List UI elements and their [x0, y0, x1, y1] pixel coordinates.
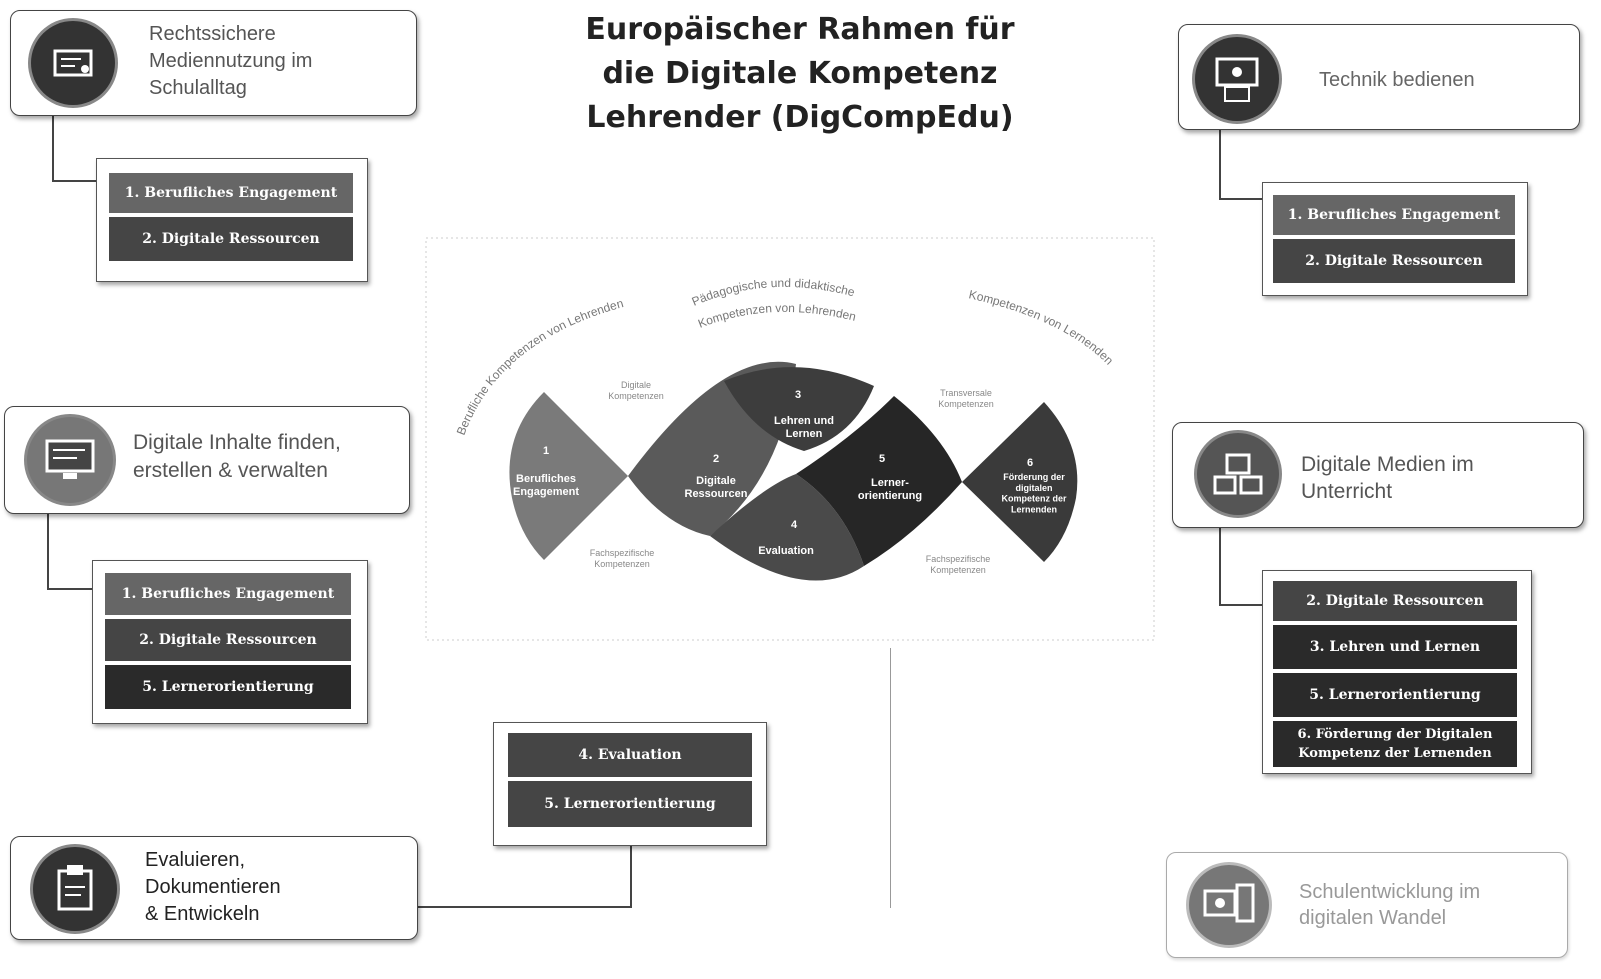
clipboard-icon — [57, 865, 93, 911]
segment-label: Evaluation — [758, 545, 814, 557]
connector-line — [47, 514, 49, 588]
connector-line — [1219, 130, 1221, 198]
monitor-icon — [45, 439, 95, 479]
competence-bar[interactable]: 6. Förderung der Digitalen Kompetenz der… — [1273, 721, 1517, 767]
connector-line — [1219, 604, 1263, 606]
media-boxes-icon — [1213, 453, 1263, 495]
competence-list-technik: 1. Berufliches Engagement 2. Digitale Re… — [1262, 182, 1528, 296]
segment-number: 4 — [791, 519, 798, 531]
connector-line — [630, 846, 632, 908]
devices-icon — [1195, 37, 1279, 121]
competence-bar[interactable]: 2. Digitale Ressourcen — [105, 619, 351, 661]
card-label: Rechtssichere Mediennutzung im Schulallt… — [149, 23, 313, 99]
segment-label: Lerner-orientierung — [858, 477, 922, 502]
connector-line — [890, 648, 891, 908]
media-boxes-icon — [1197, 433, 1279, 515]
competence-bar[interactable]: 2. Digitale Ressourcen — [109, 217, 353, 261]
card-label: Evaluieren, Dokumentieren & Entwickeln — [145, 849, 281, 925]
segment-number: 5 — [879, 453, 885, 465]
competence-bar[interactable]: 4. Evaluation — [508, 733, 752, 777]
segment-number: 2 — [713, 453, 719, 465]
segment-foerderung[interactable] — [962, 402, 1078, 562]
competence-bar[interactable]: 2. Digitale Ressourcen — [1273, 581, 1517, 621]
arc-label-middle-2: Kompetenzen von Lehrenden — [696, 301, 857, 331]
certificate-icon — [31, 21, 115, 105]
competence-bar[interactable]: 5. Lernerorientierung — [508, 781, 752, 827]
card-label: Digitale Medien im Unterricht — [1301, 453, 1474, 503]
segment-lernerorientierung[interactable] — [796, 396, 962, 566]
segment-number: 3 — [795, 389, 801, 401]
card-digitale-medien[interactable]: Digitale Medien im Unterricht — [1172, 422, 1584, 528]
competence-bar[interactable]: 5. Lernerorientierung — [1273, 673, 1517, 717]
arc-label-right: Kompetenzen von Lernenden — [967, 287, 1116, 367]
monitor-icon — [27, 417, 113, 503]
competence-bar[interactable]: 1. Berufliches Engagement — [1273, 195, 1515, 235]
connector-line — [47, 588, 93, 590]
digcompedu-diagram: Berufliche Kompetenzen von Lehrenden Päd… — [425, 237, 1155, 641]
connector-line — [52, 114, 54, 180]
card-label: Technik bedienen — [1319, 69, 1475, 91]
card-rechtssichere-mediennutzung[interactable]: Rechtssichere Mediennutzung im Schulallt… — [10, 10, 417, 116]
tablet-icon — [1203, 883, 1255, 923]
page-title: Europäischer Rahmen für die Digitale Kom… — [585, 12, 1015, 135]
competence-list-evaluieren: 4. Evaluation 5. Lernerorientierung — [493, 722, 767, 846]
connector-line — [52, 180, 98, 182]
card-label: Schulentwicklung im digitalen Wandel — [1299, 881, 1481, 929]
competence-bar[interactable]: 3. Lehren und Lernen — [1273, 625, 1517, 669]
competence-bar[interactable]: 2. Digitale Ressourcen — [1273, 239, 1515, 283]
segment-number: 1 — [543, 445, 549, 457]
competence-list-rechtssichere: 1. Berufliches Engagement 2. Digitale Re… — [96, 158, 368, 282]
segment-lehren-und-lernen[interactable] — [724, 367, 874, 451]
card-digitale-inhalte[interactable]: Digitale Inhalte finden, erstellen & ver… — [4, 406, 410, 514]
clipboard-icon — [33, 847, 117, 931]
segment-number: 6 — [1027, 457, 1033, 469]
tablet-icon — [1189, 865, 1269, 945]
segment-evaluation[interactable] — [710, 474, 864, 581]
segment-berufliches-engagement[interactable] — [509, 392, 628, 560]
card-label: Digitale Inhalte finden, erstellen & ver… — [133, 431, 341, 482]
devices-icon — [1215, 57, 1259, 102]
competence-list-inhalte: 1. Berufliches Engagement 2. Digitale Re… — [92, 560, 368, 724]
card-technik-bedienen[interactable]: Technik bedienen — [1178, 24, 1580, 130]
connector-line — [1219, 528, 1221, 604]
competence-bar[interactable]: 1. Berufliches Engagement — [109, 173, 353, 213]
connector-line — [416, 906, 631, 908]
card-schulentwicklung[interactable]: Schulentwicklung im digitalen Wandel — [1166, 852, 1568, 958]
card-evaluieren[interactable]: Evaluieren, Dokumentieren & Entwickeln — [10, 836, 418, 940]
connector-line — [1219, 198, 1263, 200]
competence-bar[interactable]: 1. Berufliches Engagement — [105, 573, 351, 615]
competence-list-medien: 2. Digitale Ressourcen 3. Lehren und Ler… — [1262, 570, 1532, 774]
competence-bar[interactable]: 5. Lernerorientierung — [105, 665, 351, 709]
certificate-icon — [53, 49, 93, 77]
